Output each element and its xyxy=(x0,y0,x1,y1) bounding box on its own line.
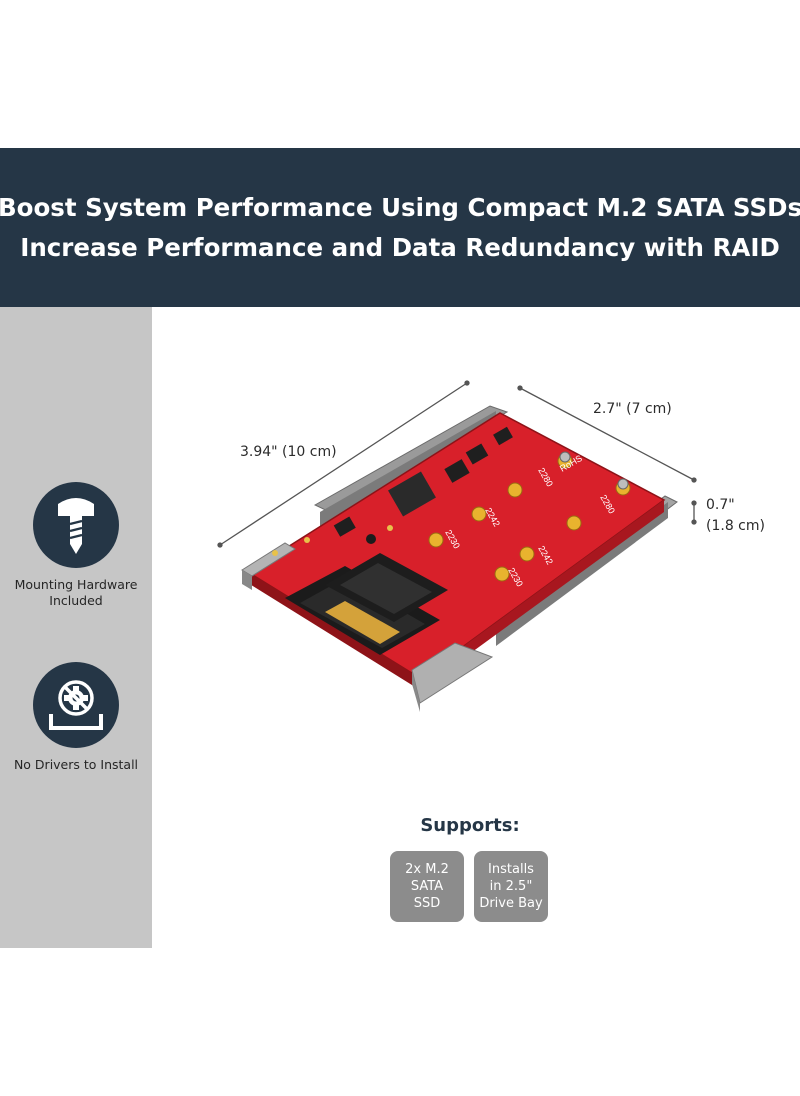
width-dimension-line xyxy=(517,385,697,483)
mounting-hardware-line2: Included xyxy=(49,593,103,608)
no-drivers-icon xyxy=(33,662,119,748)
badge-1-line2: SATA xyxy=(410,879,444,894)
supports-title: Supports: xyxy=(420,815,520,836)
height-label-metric: (1.8 cm) xyxy=(706,518,765,534)
screw-icon xyxy=(33,482,119,568)
mounting-hardware-line1: Mounting Hardware xyxy=(14,577,138,592)
standoff-screws xyxy=(559,451,629,490)
height-label-value: 0.7" xyxy=(706,497,735,513)
width-label: 2.7" (7 cm) xyxy=(593,401,672,417)
sata-connector xyxy=(285,566,440,655)
badge-m2-sata-ssd: 2x M.2 SATA SSD xyxy=(390,851,464,922)
board-components xyxy=(272,426,513,556)
badge-2-line3: Drive Bay xyxy=(479,896,543,911)
banner-headline: Boost System Performance Using Compact M… xyxy=(0,192,800,222)
badge-2-line2: in 2.5" xyxy=(489,879,533,894)
banner-subheadline: Increase Performance and Data Redundancy… xyxy=(20,232,780,262)
height-dimension-line xyxy=(691,500,697,525)
badge-1-line3: SSD xyxy=(413,896,441,911)
no-drivers-line1: No Drivers to Install xyxy=(13,757,139,772)
header-banner: Boost System Performance Using Compact M… xyxy=(0,148,800,307)
badge-1-line1: 2x M.2 xyxy=(405,862,449,877)
m2-slots xyxy=(325,553,448,622)
length-dimension-line xyxy=(217,380,470,548)
feature-sidebar: Mounting Hardware Included No Drivers to… xyxy=(0,307,152,948)
no-drivers-label: No Drivers to Install xyxy=(0,757,152,773)
mounting-hardware-label: Mounting Hardware Included xyxy=(0,577,152,609)
front-bracket xyxy=(241,542,494,712)
length-label: 3.94" (10 cm) xyxy=(240,444,337,460)
badge-drive-bay: Installs in 2.5" Drive Bay xyxy=(474,851,548,922)
badge-2-line1: Installs xyxy=(488,862,534,877)
